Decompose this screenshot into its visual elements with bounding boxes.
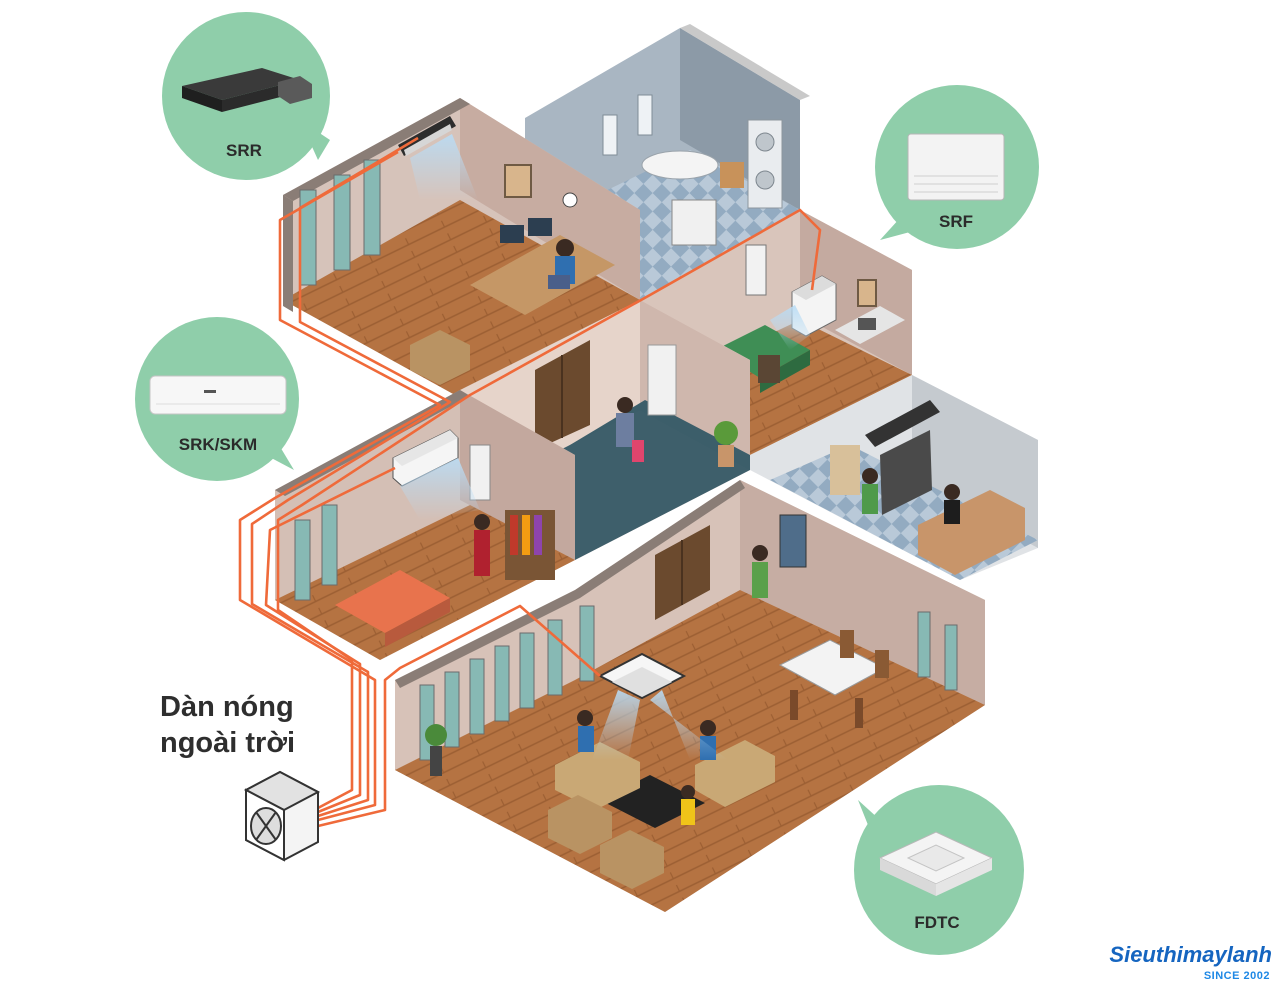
srf-label: SRF [939,212,973,231]
srk-label: SRK/SKM [179,435,257,454]
srk-indoor-unit [392,429,480,520]
fdtc-label: FDTC [914,913,959,932]
ducted-unit-icon [182,68,312,112]
srr-label: SRR [226,141,262,160]
bubble-srr: SRR [162,12,330,180]
outdoor-label-line2: ngoài trời [160,727,295,759]
srr-indoor-unit [398,116,478,200]
brand-name: Sieuthimaylanh [1109,942,1272,967]
kitchen [750,375,1038,580]
fdtc-indoor-unit [592,652,728,760]
bubble-srk: SRK/SKM [135,317,299,481]
ceiling-cassette-unit-icon [878,831,994,896]
outdoor-unit-icon [243,770,321,862]
brand-tagline: SINCE 2002 [1204,970,1270,982]
wall-mounted-unit-icon [149,375,287,415]
floor-console-unit-icon [907,133,1005,201]
master-bedroom [275,390,575,660]
office-room [283,98,640,395]
outdoor-label-line1: Dàn nóng [160,691,294,723]
bubble-fdtc: FDTC [854,785,1024,955]
brand-logo: Sieuthimaylanh SINCE 2002 [1109,942,1272,982]
bubble-srf: SRF [875,85,1039,249]
srf-indoor-unit [770,275,837,350]
refrigerant-pipes [238,136,822,828]
